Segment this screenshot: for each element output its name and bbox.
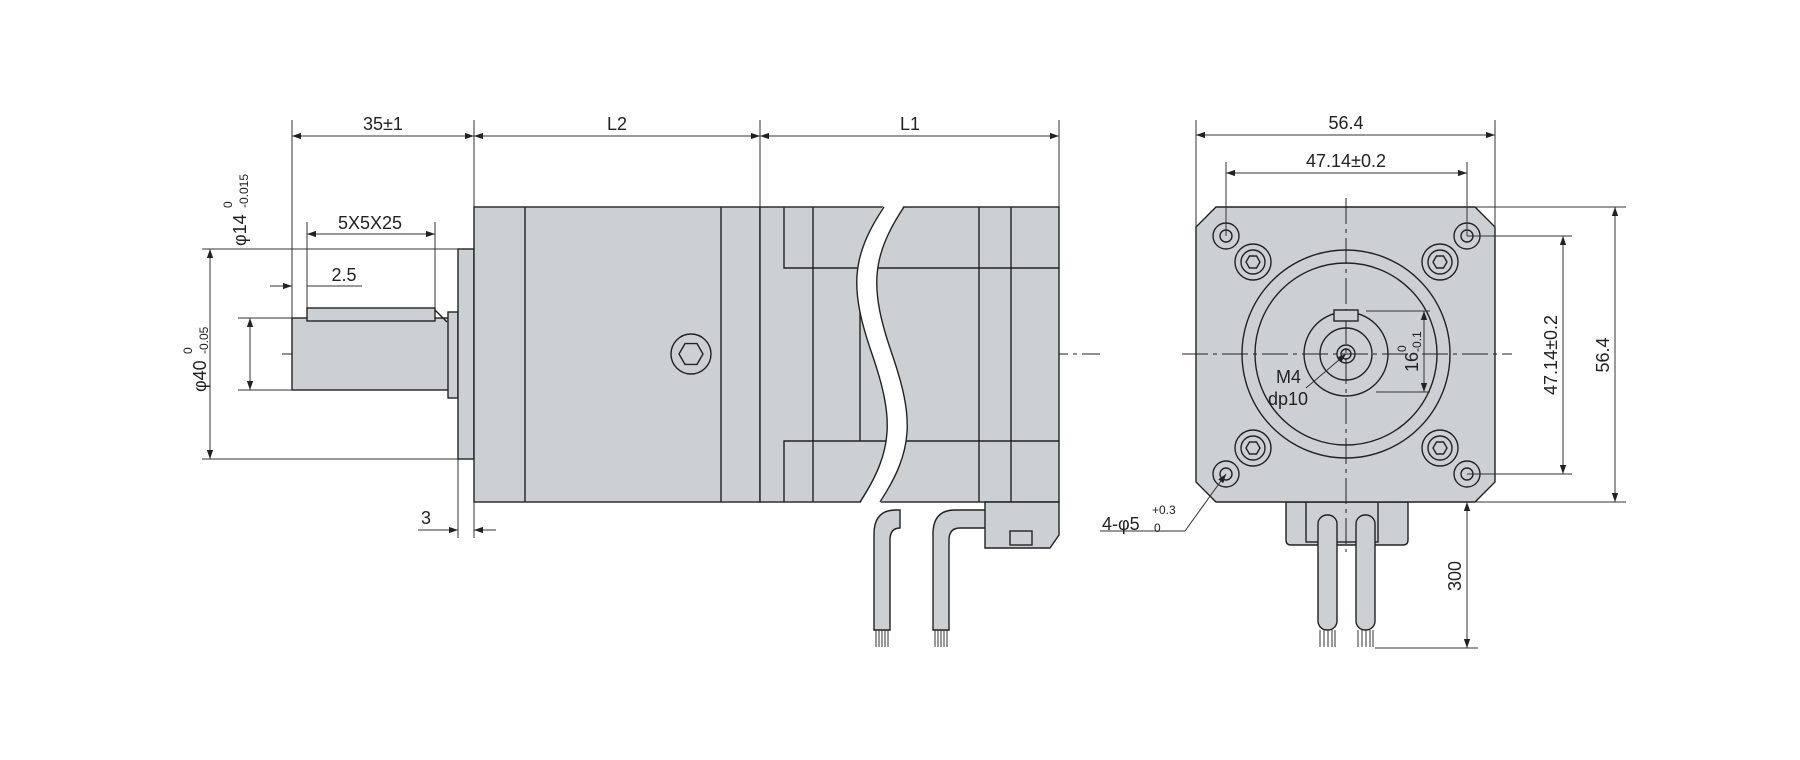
svg-text:16: 16	[1402, 352, 1422, 372]
dim-key-offset: 2.5	[331, 265, 356, 285]
svg-text:+0.3: +0.3	[1152, 503, 1176, 517]
svg-text:0: 0	[1395, 345, 1409, 352]
dim-key-height: 16 0 -0.1	[1395, 331, 1424, 372]
svg-text:0: 0	[181, 347, 195, 354]
dim-center-thread: M4	[1276, 367, 1301, 387]
motor-body	[759, 205, 1060, 549]
side-view: 35±1 L2 L1 5X5X25 2.5 3 φ40 0 -0.05 φ14 …	[181, 114, 1100, 647]
svg-text:0: 0	[1154, 521, 1161, 535]
dim-bolt-spacing-vertical: 47.14±0.2	[1541, 315, 1561, 395]
socket-screws	[1234, 243, 1459, 467]
pilot-flange	[457, 248, 475, 460]
side-lead-wires	[873, 509, 991, 647]
svg-text:4-φ5: 4-φ5	[1102, 514, 1140, 534]
svg-text:φ40: φ40	[190, 360, 210, 392]
dim-gearbox-length: L2	[607, 114, 627, 134]
dim-shaft-diameter: φ14 0 -0.015	[221, 174, 251, 246]
dim-pilot-diameter: φ40 0 -0.05	[181, 326, 211, 392]
svg-text:-0.1: -0.1	[1410, 331, 1424, 352]
output-shaft	[291, 307, 459, 399]
dim-shaft-length: 35±1	[363, 114, 403, 134]
front-dimension-lines	[1100, 131, 1619, 648]
dim-thread-depth: dp10	[1268, 389, 1308, 409]
svg-text:φ14: φ14	[230, 214, 250, 246]
front-lead-wires	[1285, 501, 1409, 647]
dim-motor-length: L1	[900, 114, 920, 134]
dim-flange-thickness: 3	[421, 508, 431, 528]
dim-overall-width: 56.4	[1328, 113, 1363, 133]
svg-text:-0.05: -0.05	[197, 326, 211, 354]
dim-overall-height: 56.4	[1593, 337, 1613, 372]
dim-lead-length: 300	[1445, 561, 1465, 591]
svg-text:0: 0	[221, 201, 235, 208]
gearbox	[473, 206, 761, 503]
dim-mounting-holes: 4-φ5 +0.3 0	[1102, 503, 1176, 535]
front-extension-lines	[1195, 120, 1626, 649]
svg-text:-0.015: -0.015	[237, 174, 251, 208]
front-view: 56.4 47.14±0.2 47.14±0.2 56.4 300 M4 dp1…	[1100, 113, 1626, 649]
side-dimension-lines	[206, 132, 1059, 534]
dim-key-size: 5X5X25	[338, 213, 402, 233]
dim-bolt-spacing-horizontal: 47.14±0.2	[1306, 151, 1386, 171]
